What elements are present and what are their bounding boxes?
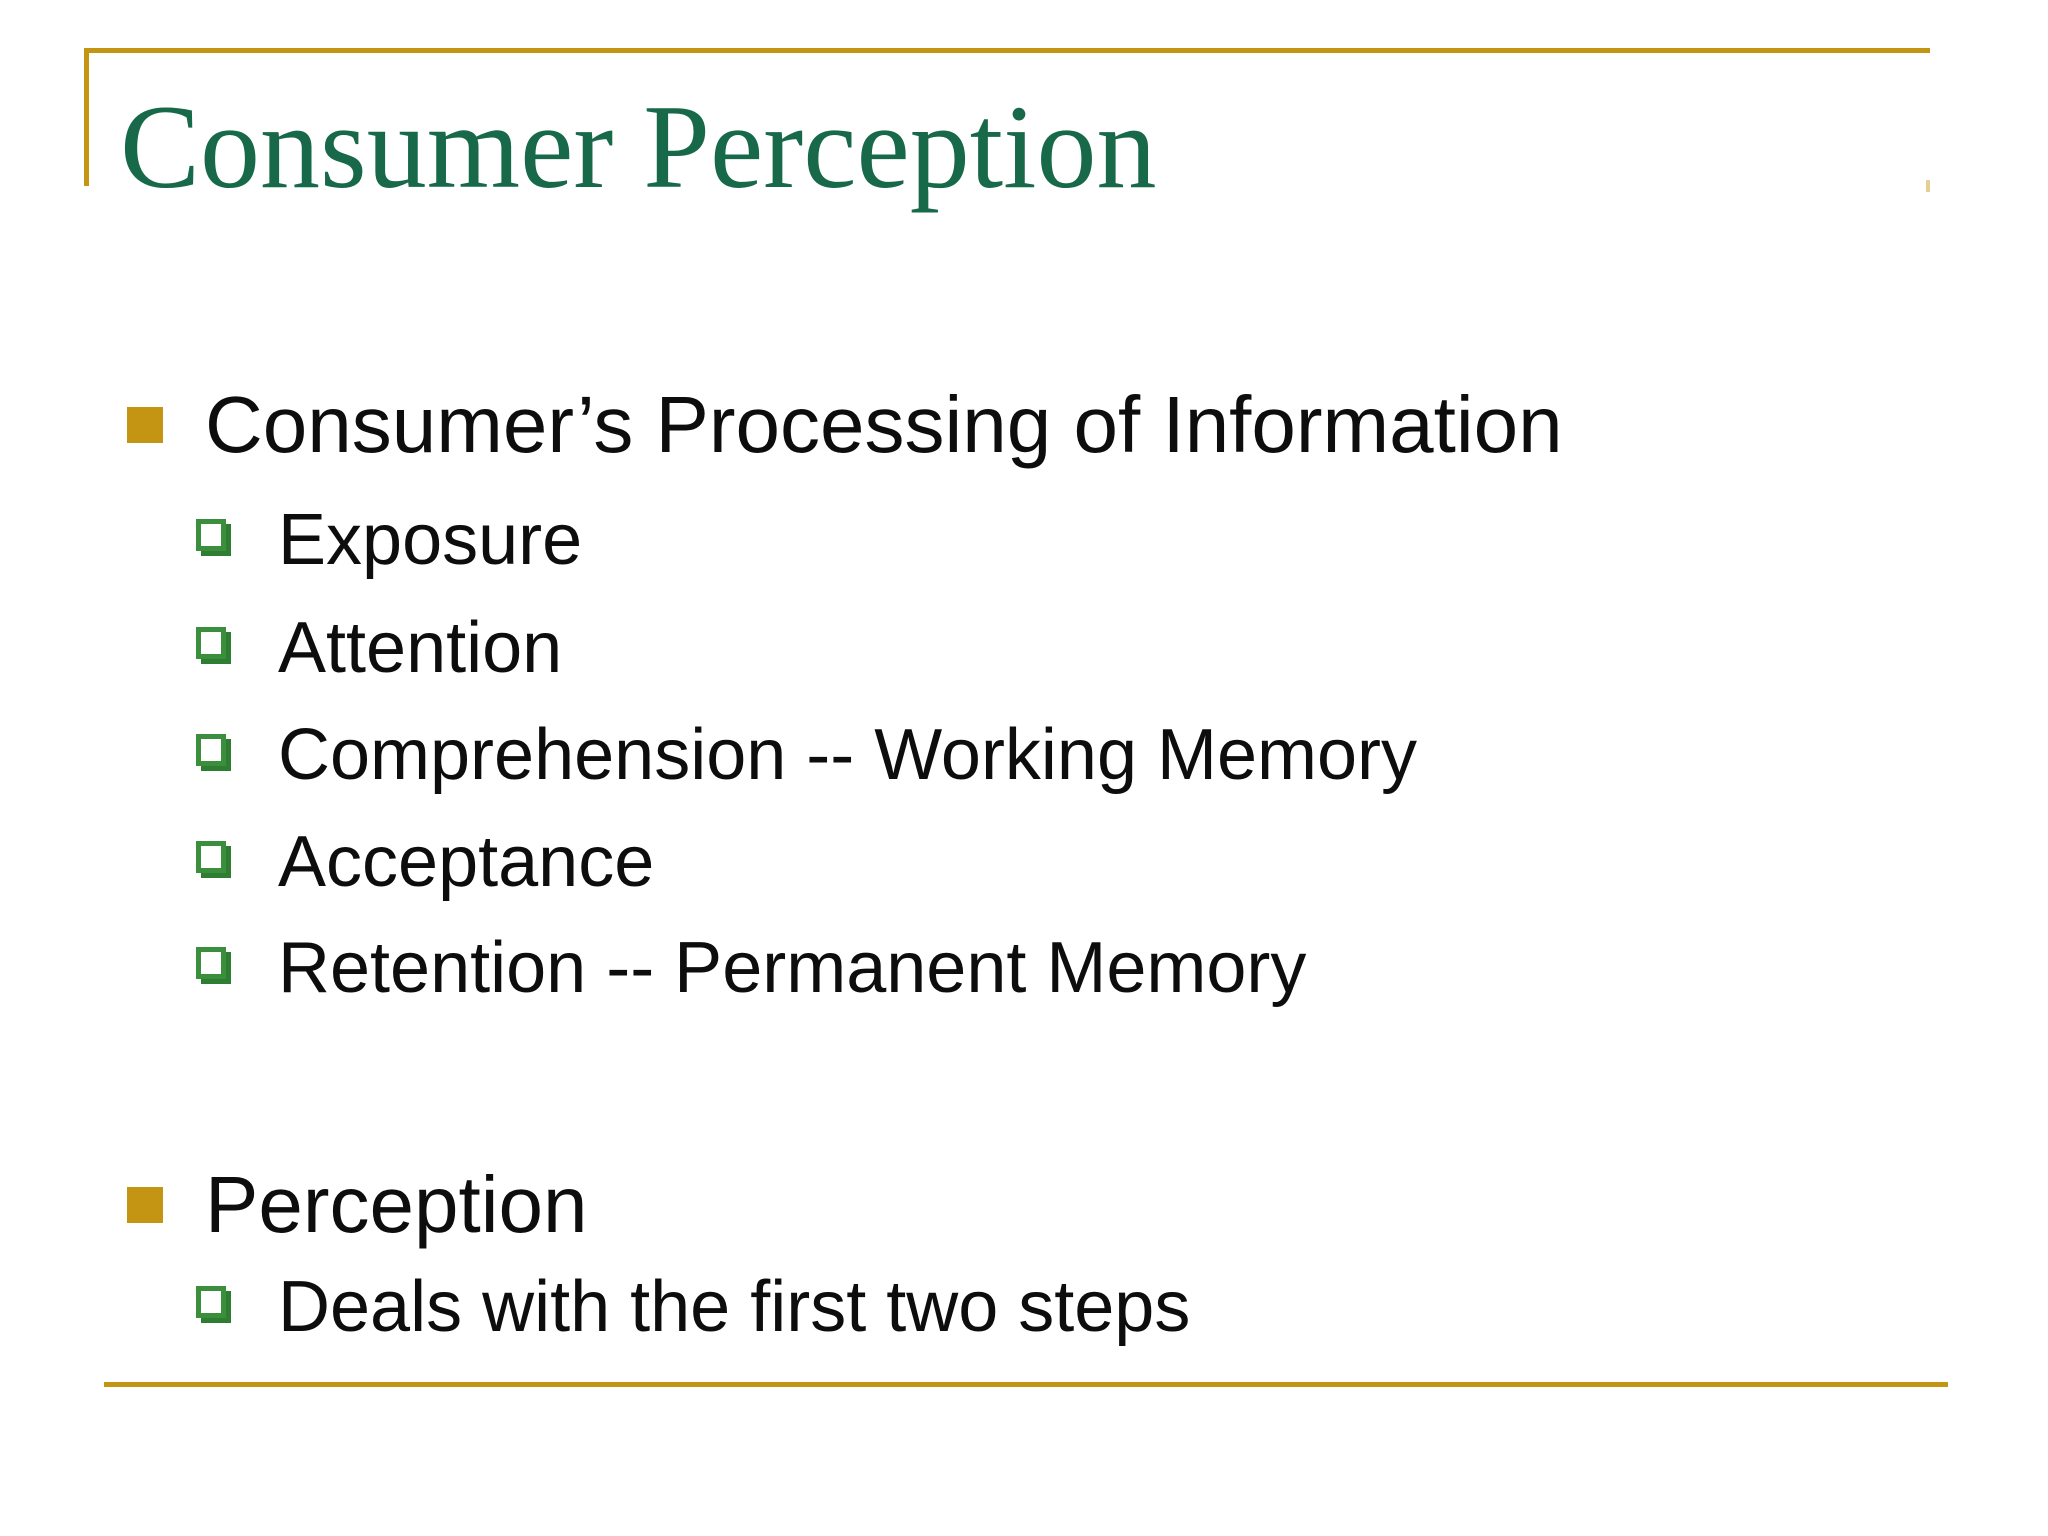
- bullet-text: Perception: [205, 1160, 588, 1249]
- slide-title: Consumer Perception: [120, 80, 1157, 213]
- bullet-item-level2: Exposure: [196, 490, 582, 590]
- bullet-item-level2: Acceptance: [196, 812, 654, 912]
- right-border-tick: [1926, 180, 1930, 192]
- bullet-item-level1: Perception: [127, 1150, 587, 1260]
- bullet-text: Retention -- Permanent Memory: [278, 928, 1307, 1008]
- shadowed-hollow-square-icon: [196, 841, 226, 873]
- bullet-text: Exposure: [278, 500, 583, 580]
- top-border-line: [84, 48, 1930, 53]
- shadowed-hollow-square-icon: [196, 1286, 226, 1318]
- shadowed-hollow-square-icon: [196, 627, 226, 659]
- bullet-text: Consumer’s Processing of Information: [205, 380, 1563, 469]
- bottom-border-line: [104, 1382, 1948, 1387]
- bullet-item-level2: Retention -- Permanent Memory: [196, 918, 1306, 1018]
- shadowed-hollow-square-icon: [196, 519, 226, 551]
- bullet-text: Comprehension -- Working Memory: [278, 715, 1418, 795]
- bullet-text: Acceptance: [278, 822, 655, 902]
- filled-square-icon: [127, 1187, 163, 1223]
- bullet-item-level2: Attention: [196, 598, 562, 698]
- bullet-item-level2: Comprehension -- Working Memory: [196, 705, 1417, 805]
- bullet-text: Deals with the first two steps: [278, 1267, 1191, 1347]
- bullet-text: Attention: [278, 608, 563, 688]
- bullet-item-level1: Consumer’s Processing of Information: [127, 370, 1563, 480]
- left-border-line: [84, 48, 89, 186]
- bullet-item-level2: Deals with the first two steps: [196, 1257, 1190, 1357]
- shadowed-hollow-square-icon: [196, 734, 226, 766]
- filled-square-icon: [127, 407, 163, 443]
- shadowed-hollow-square-icon: [196, 947, 226, 979]
